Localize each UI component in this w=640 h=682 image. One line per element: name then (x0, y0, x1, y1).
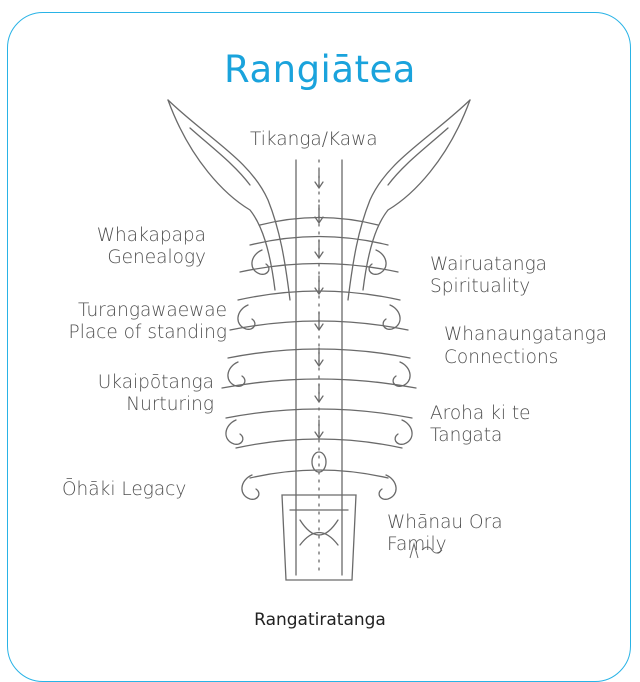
label-whanau-ora: Whānau Ora (387, 511, 503, 534)
label-spirituality: Spirituality (430, 275, 530, 298)
label-tikanga: Tikanga/Kawa (250, 128, 378, 151)
label-connections: Connections (444, 346, 558, 369)
label-family: Family (387, 533, 447, 556)
label-whanaungatanga: Whanaungatanga (444, 323, 607, 346)
label-ukaipotanga: Ukaipōtanga (98, 371, 214, 394)
label-genealogy: Genealogy (107, 246, 206, 269)
label-whakapapa: Whakapapa (97, 224, 206, 247)
label-nurturing: Nurturing (126, 393, 214, 416)
label-aroha: Aroha ki te (430, 402, 531, 425)
label-ohaki-legacy: Ōhāki Legacy (62, 478, 186, 501)
label-wairuatanga: Wairuatanga (430, 253, 547, 276)
label-tangata: Tangata (430, 424, 502, 447)
footer-label: Rangatiratanga (0, 610, 640, 630)
label-turangawaewae: Turangawaewae (78, 299, 227, 322)
label-place-of-standing: Place of standing (69, 321, 227, 344)
